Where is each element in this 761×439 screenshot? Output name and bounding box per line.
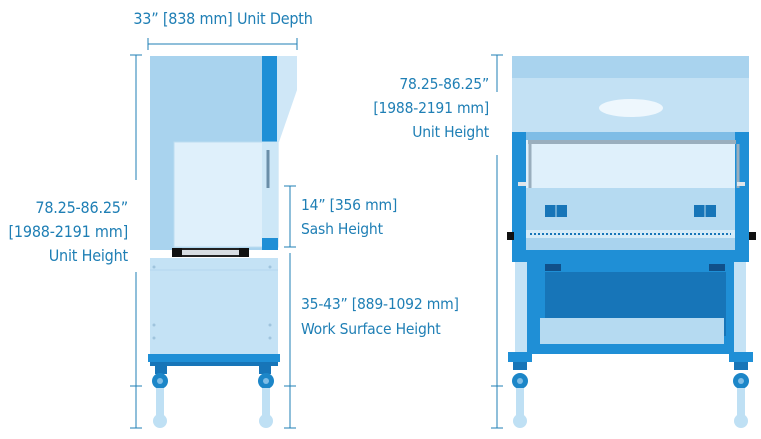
work-surface-height-caption: Work Surface Height: [301, 320, 441, 338]
front-view-cabinet: [507, 56, 756, 428]
side-view-cabinet: [148, 56, 297, 428]
side-unit-height-label: 78.25-86.25” [1988-2191 mm] Unit Height: [0, 196, 129, 268]
unit-depth-label: 33” [838 mm] Unit Depth: [133, 9, 313, 28]
front-unit-height-inches: 78.25-86.25”: [399, 75, 489, 93]
sash-height-caption: Sash Height: [301, 220, 383, 238]
front-unit-height-mm: [1988-2191 mm]: [373, 99, 489, 117]
sash-height-label: 14” [356 mm] Sash Height: [301, 193, 397, 241]
side-unit-height-mm: [1988-2191 mm]: [8, 222, 129, 241]
work-surface-height-value: 35-43” [889-1092 mm]: [301, 295, 459, 313]
front-unit-height-caption: Unit Height: [412, 123, 489, 141]
work-surface-height-label: 35-43” [889-1092 mm] Work Surface Height: [301, 292, 459, 342]
front-unit-height-label: 78.25-86.25” [1988-2191 mm] Unit Height: [355, 72, 489, 144]
side-unit-height-caption: Unit Height: [48, 246, 128, 265]
sash-height-value: 14” [356 mm]: [301, 196, 398, 214]
side-unit-height-inches: 78.25-86.25”: [35, 198, 128, 217]
dimension-lines: [130, 38, 503, 429]
